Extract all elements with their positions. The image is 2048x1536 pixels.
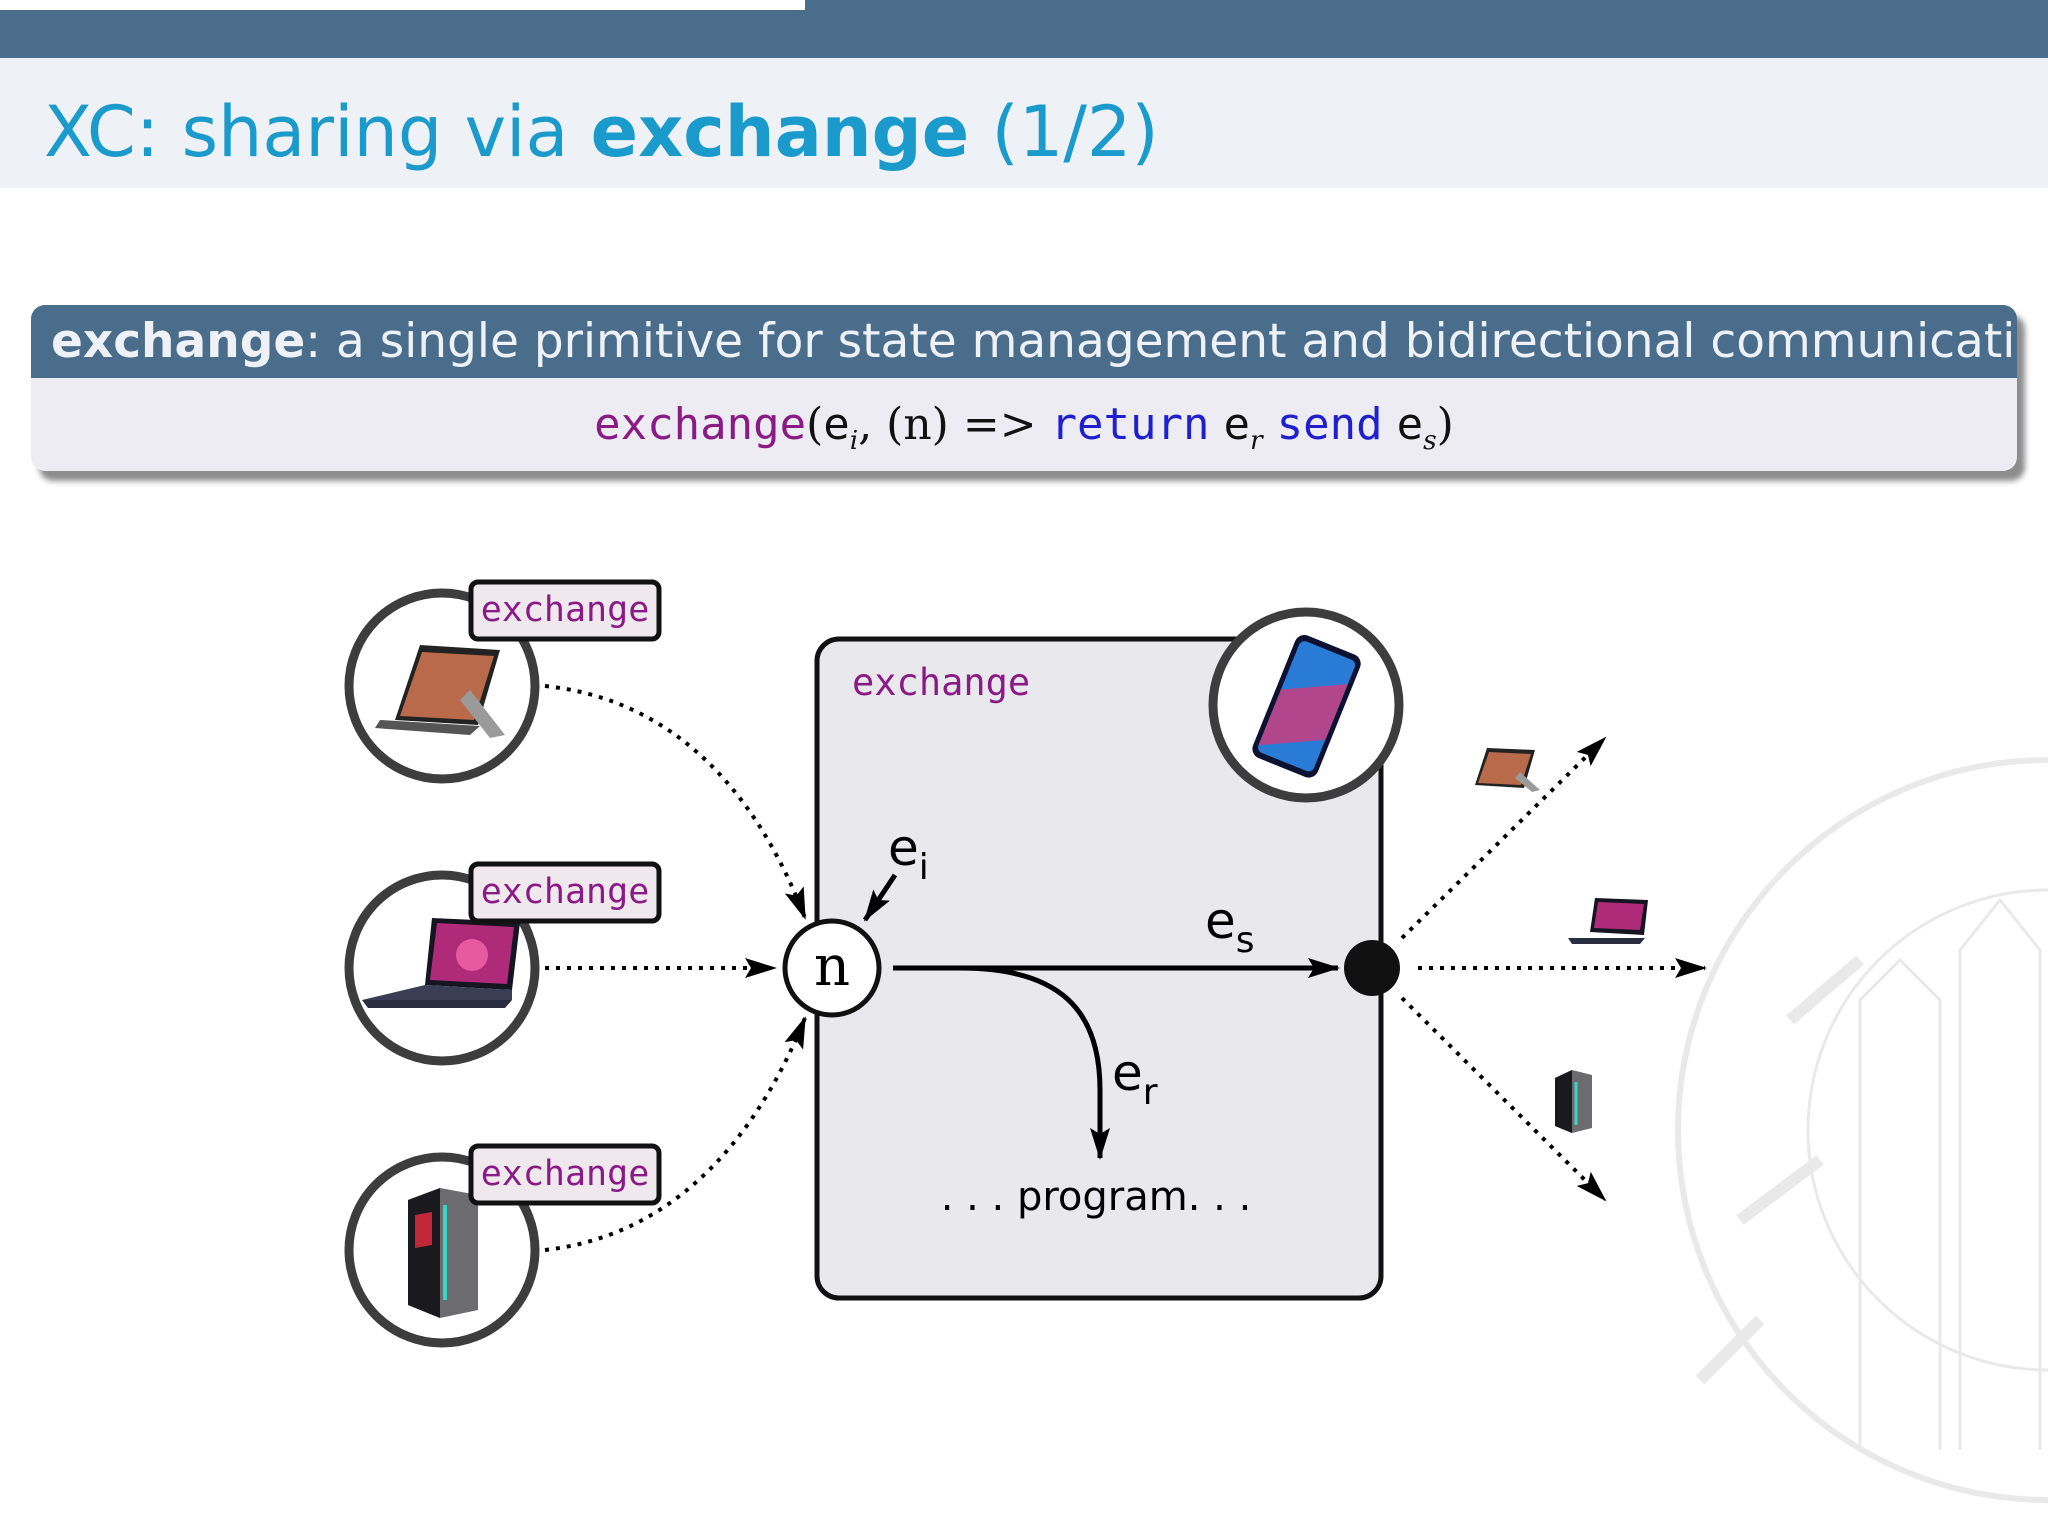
small-desktop-icon [1555,1070,1592,1133]
exchange-tag-2-label: exchange [481,872,650,912]
exchange-box-label: exchange [852,661,1030,704]
exchange-tag-1-label: exchange [481,590,650,630]
exchange-tag-3: exchange [468,1143,662,1206]
er-label: er [1112,1044,1158,1113]
formula-close: ) [1436,399,1454,450]
node-n-label: n [814,934,850,999]
tablet-icon [375,645,505,738]
definition-header-bold: exchange [51,314,306,369]
ei-sub: i [919,847,929,888]
formula-es-sub: s [1423,424,1437,456]
smartphone-node [1208,607,1404,803]
laptop-icon [362,918,520,1008]
formula-fn: exchange [594,399,807,450]
formula-es: e [1396,399,1424,450]
outgoing-arrow-top [1400,736,1607,940]
er-sub: r [1143,1072,1158,1113]
incoming-arrow-bottom [544,1016,807,1252]
smartphone-icon [1252,635,1361,778]
definition-header-text: : a single primitive for state managemen… [305,314,2017,369]
exchange-tag-3-label: exchange [481,1154,650,1194]
definition-header: exchange: a single primitive for state m… [31,305,2017,378]
program-label: . . . program. . . [941,1174,1252,1220]
formula-ei-sub: i [849,424,859,456]
outgoing-arrow-bottom [1400,996,1607,1202]
formula-return: return [1050,399,1210,450]
formula-er: e [1223,399,1251,450]
formula-ei: e [823,399,850,450]
title-prefix: XC: sharing via [44,91,591,173]
title-suffix: (1/2) [969,91,1159,173]
formula-er-sub: r [1250,424,1263,456]
small-laptop-icon [1568,898,1648,944]
es-sub: s [1236,920,1255,961]
university-seal-watermark [1675,757,2048,1503]
title-bar [0,58,2048,188]
exchange-tag-1: exchange [468,579,662,642]
ei-arrow [862,873,898,922]
formula: exchange(ei, (n) => return er send es) [31,378,2017,471]
small-tablet-icon [1475,748,1540,792]
er-arrow [959,965,1110,1160]
slide-title: XC: sharing via exchange (1/2) [44,84,1159,180]
desktop-tower-icon [408,1188,478,1318]
slide-top-bar [0,0,2048,58]
laptop-device-node [344,870,540,1066]
formula-send: send [1276,399,1383,450]
send-dot [1344,940,1400,996]
exchange-tag-2: exchange [468,861,662,924]
title-bold: exchange [590,91,970,173]
ei-label: ei [888,819,929,888]
formula-open: ( [806,399,824,450]
progress-strip [0,0,805,10]
es-label: es [1205,892,1255,961]
definition-block: exchange: a single primitive for state m… [31,305,2017,471]
node-n [782,918,882,1018]
formula-n: , (n) => [858,399,1051,450]
